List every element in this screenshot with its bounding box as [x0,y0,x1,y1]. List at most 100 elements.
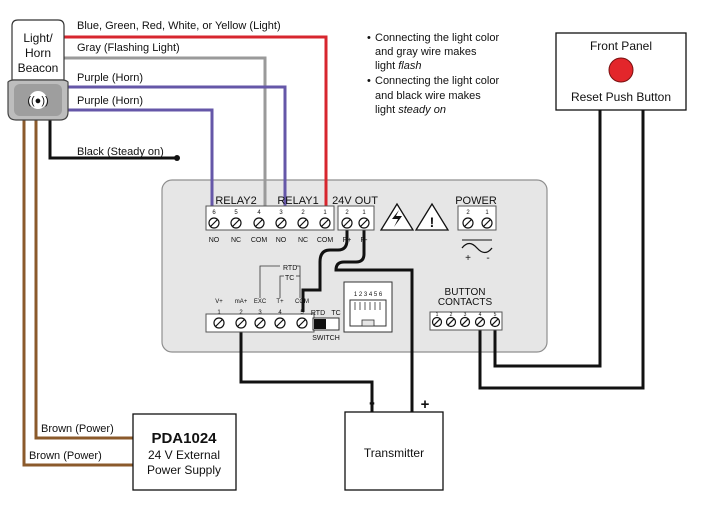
purple-wire-1 [40,85,287,212]
out24-terminal-number: 2 [345,210,349,216]
transmitter-box: Transmitter [344,411,444,491]
button-contacts-label-2: CONTACTS [438,297,493,308]
button-contact-number: 2 [450,312,453,318]
button-contact-screw[interactable] [459,316,471,328]
purple-wire-2 [62,108,214,212]
pda-line2: 24 V External [148,448,220,462]
rtd-tag: RTD [283,265,297,272]
beacon-label-1: Light/ [23,31,53,45]
transmitter-label: Transmitter [364,446,424,460]
relay-terminal-block [205,205,335,231]
front-panel-box: Front Panel Reset Push Button [555,32,687,111]
rtd-tc-switch[interactable] [312,317,340,331]
relay-terminal-screw[interactable] [319,217,331,229]
relay-terminal-number: 1 [323,210,327,216]
note2-steady: steady on [398,104,446,116]
button-contact-screw[interactable] [474,316,486,328]
black-wire [48,118,176,160]
rj-pin-numbers: 1 2 3 4 5 6 [354,292,383,298]
button-contacts-label-1: BUTTON [445,287,486,298]
gray-wire [40,56,267,212]
power-label: POWER [455,195,497,207]
label-purple-1: Purple (Horn) [77,72,143,84]
out24-terminal-name: P- [361,237,369,244]
input-terminal-screw[interactable] [254,317,266,329]
input-terminal-name: mA+ [235,299,248,305]
button-contact-number: 5 [494,312,497,318]
relay-terminal-name: NO [209,237,220,244]
input-terminal-screw[interactable] [235,317,247,329]
out24-terminal-number: 1 [362,210,366,216]
relay-terminal-screw[interactable] [275,217,287,229]
note2-line2: and black wire makes [375,90,481,102]
reset-button-icon[interactable] [608,57,634,83]
svg-text:light flash: light flash [375,60,422,72]
input-terminal-number: 5 [300,310,304,316]
relay-terminal-number: 5 [234,210,238,216]
brown-wire-2 [22,120,133,467]
relay2-label: RELAY2 [215,195,256,207]
switch-label: SWITCH [312,335,340,342]
reset-wire-1 [493,110,602,368]
button-contact-number: 3 [464,312,467,318]
button-contact-screw[interactable] [431,316,443,328]
power-terminal-number: 2 [466,210,470,216]
beacon-label-3: Beacon [18,61,59,75]
relay-terminal-name: NO [276,237,287,244]
brown-wire-1 [34,120,133,440]
button-contact-screw[interactable] [489,316,501,328]
p-plus-wire [301,226,349,312]
relay-terminal-number: 3 [279,210,283,216]
button-contact-screw[interactable] [445,316,457,328]
power-minus: - [486,253,489,264]
label-brown-2: Brown (Power) [29,450,102,462]
ma-wire [239,330,374,412]
svg-text:((●)): ((●)) [27,95,48,107]
label-gray: Gray (Flashing Light) [77,42,180,54]
switch-tc-label: TC [331,310,340,317]
relay-terminal-number: 2 [301,210,305,216]
power-plus: + [465,253,471,264]
input-terminal-screw[interactable] [213,317,225,329]
relay-terminal-screw[interactable] [253,217,265,229]
relay1-label: RELAY1 [277,195,318,207]
pda-title: PDA1024 [151,430,217,447]
svg-text:!: ! [430,214,435,230]
input-terminal-name: V+ [215,299,223,305]
caution-warning-icon: ! [414,202,450,231]
power-terminal-screw[interactable] [462,217,474,229]
front-panel-subtitle: Reset Push Button [571,90,671,104]
horn-icon: ((●)) [27,91,49,109]
light-color-wire [40,35,328,212]
note2-line1: Connecting the light color [375,75,499,87]
label-black: Black (Steady on) [77,146,164,158]
note1-line3: light [375,60,398,72]
reset-wire-2 [478,110,645,390]
note1-flash: flash [398,60,421,72]
button-contact-number: 1 [436,312,439,318]
switch-rtd-label: RTD [311,310,325,317]
relay-terminal-screw[interactable] [297,217,309,229]
out24-terminal-screw[interactable] [358,217,370,229]
relay-terminal-number: 6 [212,210,216,216]
black-wire-end [174,155,180,161]
input-terminal-screw[interactable] [274,317,286,329]
label-brown-1: Brown (Power) [41,423,114,435]
transmitter-minus: - [369,392,375,412]
input-terminal-number: 4 [278,310,282,316]
input-terminal-number: 2 [239,310,243,316]
transmitter-plus: + [421,396,430,413]
svg-text:•: • [367,32,371,44]
relay-terminal-screw[interactable] [208,217,220,229]
relay-terminal-name: COM [251,237,268,244]
relay-terminal-screw[interactable] [230,217,242,229]
rtd-tc-bracket [259,265,301,298]
beacon: Light/ Horn Beacon ((●)) [7,19,69,121]
notes: • Connecting the light color and gray wi… [367,32,499,116]
input-terminal-name: COM [295,299,309,305]
svg-text:•: • [367,75,371,87]
out24-terminal-screw[interactable] [341,217,353,229]
power-terminal-screw[interactable] [481,217,493,229]
label-light-color: Blue, Green, Red, White, or Yellow (Ligh… [77,20,281,32]
input-terminal-screw[interactable] [296,317,308,329]
